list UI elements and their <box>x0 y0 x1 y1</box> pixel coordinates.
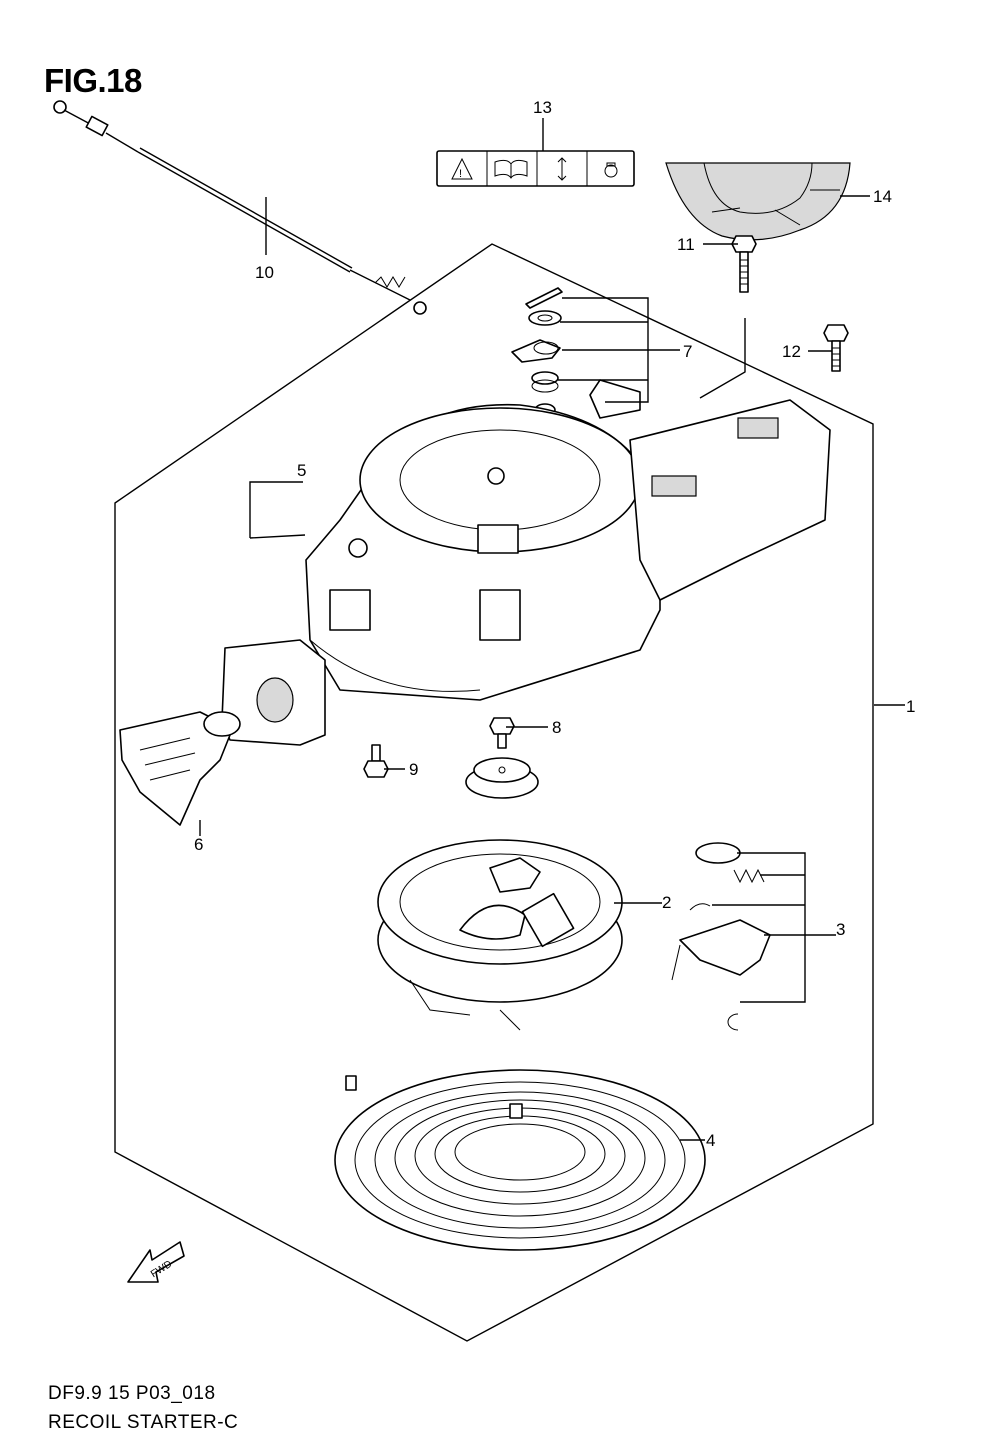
callout-6: 6 <box>194 835 203 854</box>
warning-label-decal: ! <box>436 150 635 187</box>
callout-3: 3 <box>836 920 845 939</box>
callout-13: 13 <box>533 98 552 117</box>
callout-8: 8 <box>552 718 561 737</box>
center-boss <box>465 757 539 799</box>
callout-9: 9 <box>409 760 418 779</box>
choke-cable <box>53 100 427 315</box>
callout-12: 12 <box>782 342 801 361</box>
pawl-spring-set <box>671 842 771 1031</box>
bolt-9 <box>363 744 389 778</box>
starter-cover-plate <box>665 162 851 241</box>
rope-reel <box>377 839 623 1031</box>
bolt-11 <box>731 235 757 293</box>
svg-text:!: ! <box>459 168 462 180</box>
pawl-hardware-set <box>511 287 563 417</box>
callout-2: 2 <box>662 893 671 912</box>
callout-10: 10 <box>255 263 274 282</box>
recoil-spiral-spring <box>334 1069 706 1251</box>
diagram-code: DF9.9 15 P03_018 <box>48 1383 216 1404</box>
callout-4: 4 <box>706 1131 715 1150</box>
callout-14: 14 <box>873 187 892 206</box>
forward-direction-arrow: FWD <box>127 1241 185 1283</box>
callout-7: 7 <box>683 342 692 361</box>
assembly-outline <box>114 243 874 1342</box>
diagram-name: RECOIL STARTER-C <box>48 1412 239 1433</box>
recoil-grip-handle <box>119 639 326 826</box>
bolt-12 <box>823 324 849 372</box>
starter-housing <box>305 379 831 701</box>
manual-book-icon <box>494 159 528 179</box>
pull-direction-icon <box>557 157 567 181</box>
warning-triangle-icon <box>451 157 473 180</box>
figure-title: FIG.18 <box>44 62 142 99</box>
callout-5: 5 <box>297 461 306 480</box>
knob-icon <box>604 164 618 178</box>
leader-lines <box>199 118 905 1141</box>
bolt-8 <box>489 717 515 749</box>
callout-11: 11 <box>677 235 695 254</box>
callout-1: 1 <box>906 697 915 716</box>
